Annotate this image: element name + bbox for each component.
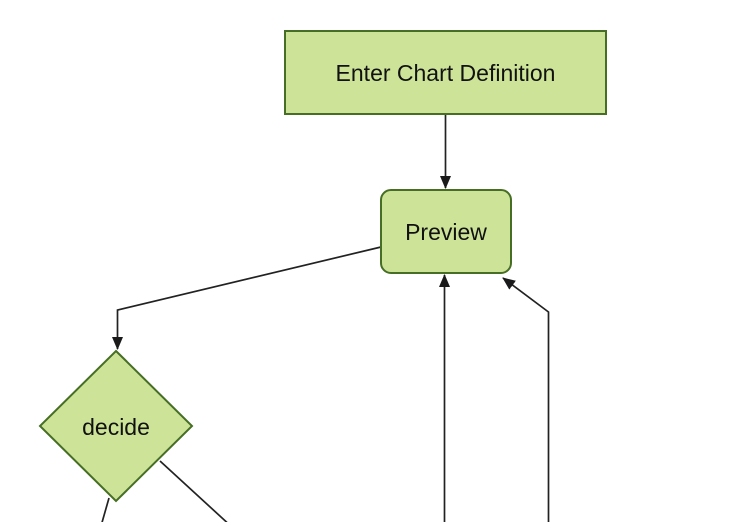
node-label: decide — [82, 414, 150, 440]
edge-decide-to-bottom-right-offscreen — [159, 460, 228, 522]
node-enter-chart-definition: Enter Chart Definition — [284, 30, 607, 115]
node-decide: decide — [38, 349, 194, 503]
node-label: Enter Chart Definition — [336, 60, 556, 86]
edge-preview-to-decide — [112, 246, 382, 350]
edge-layer — [101, 114, 550, 522]
rectangle-shape — [284, 30, 607, 115]
rounded-rectangle-shape — [380, 189, 512, 274]
diamond-shape — [38, 349, 194, 503]
edge-bottom-right-offscreen-to-preview — [502, 277, 550, 522]
edge-decide-to-bottom-left-offscreen — [101, 497, 110, 522]
node-label: Preview — [405, 219, 487, 245]
node-preview: Preview — [380, 189, 512, 274]
